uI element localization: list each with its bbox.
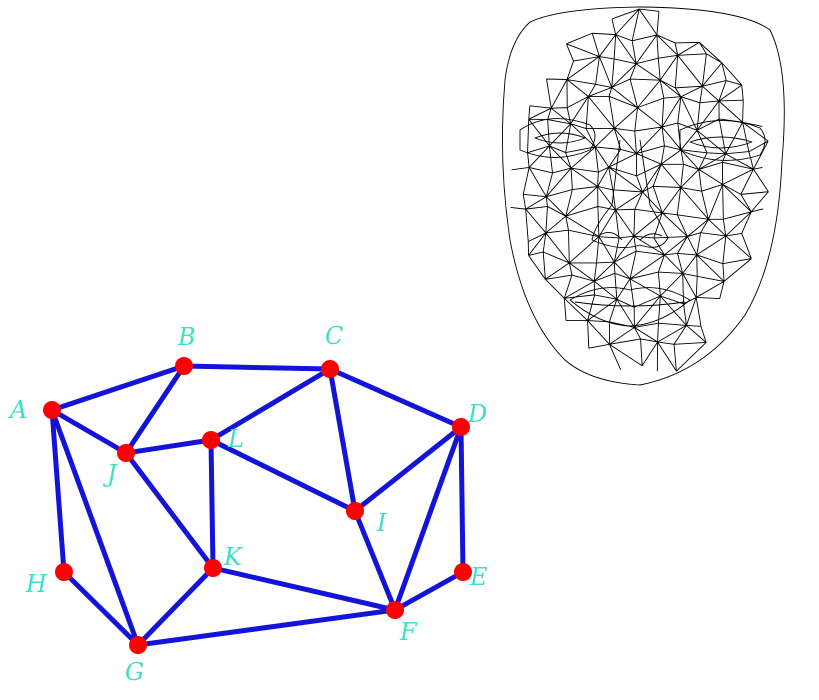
node-label-C: C (325, 322, 343, 350)
node-label-I: I (376, 509, 387, 537)
edge-G-K (135, 565, 216, 648)
edge-C-L (208, 366, 333, 443)
face-wireframe-mesh (501, 6, 785, 386)
node-label-B: B (177, 323, 196, 351)
edge-E-F (392, 569, 466, 613)
edge-A-B (49, 363, 187, 413)
edge-J-L (123, 437, 214, 456)
edge-J-K (123, 450, 216, 571)
edge-D-F (392, 424, 464, 613)
node-E (454, 563, 472, 581)
node-B (175, 357, 193, 375)
edge-A-G (49, 407, 141, 648)
edge-K-L (208, 437, 216, 571)
face-outline (501, 6, 785, 386)
node-label-D: D (467, 400, 487, 428)
node-F (386, 601, 404, 619)
graph-edges (49, 363, 466, 648)
left-eye (519, 118, 596, 158)
node-label-L: L (227, 425, 244, 453)
edge-L-I (208, 437, 358, 514)
edge-A-J (49, 407, 129, 456)
edge-F-K (210, 565, 398, 613)
edge-F-G (135, 607, 398, 648)
mesh-edges (510, 8, 769, 372)
node-L (202, 431, 220, 449)
node-C (321, 360, 339, 378)
edge-B-J (123, 363, 187, 456)
node-label-A: A (8, 396, 27, 424)
node-label-G: G (125, 658, 144, 686)
edge-B-C (181, 363, 333, 372)
node-K (204, 559, 222, 577)
edge-C-I (327, 366, 358, 514)
right-eye-inner (689, 136, 753, 149)
node-D (452, 418, 470, 436)
node-label-F: F (399, 618, 418, 646)
graph-nodes (43, 357, 472, 654)
node-J (117, 444, 135, 462)
right-eye (679, 120, 766, 161)
edge-D-I (352, 424, 464, 514)
mouth (569, 287, 691, 327)
node-A (43, 401, 61, 419)
edge-A-H (49, 407, 67, 575)
node-H (55, 563, 73, 581)
node-I (346, 502, 364, 520)
edge-G-H (61, 569, 141, 648)
edge-D-E (458, 424, 466, 575)
node-label-K: K (223, 543, 244, 571)
node-label-H: H (25, 570, 48, 598)
node-label-J: J (102, 460, 118, 488)
nose (591, 139, 669, 249)
node-G (129, 636, 147, 654)
graph-labels: A B C D E F G H I J K L (8, 322, 488, 686)
mesh-triangles (510, 8, 769, 372)
edge-F-I (352, 508, 398, 613)
mouth-line (574, 301, 686, 307)
node-label-E: E (469, 563, 488, 591)
edge-C-D (327, 366, 464, 430)
